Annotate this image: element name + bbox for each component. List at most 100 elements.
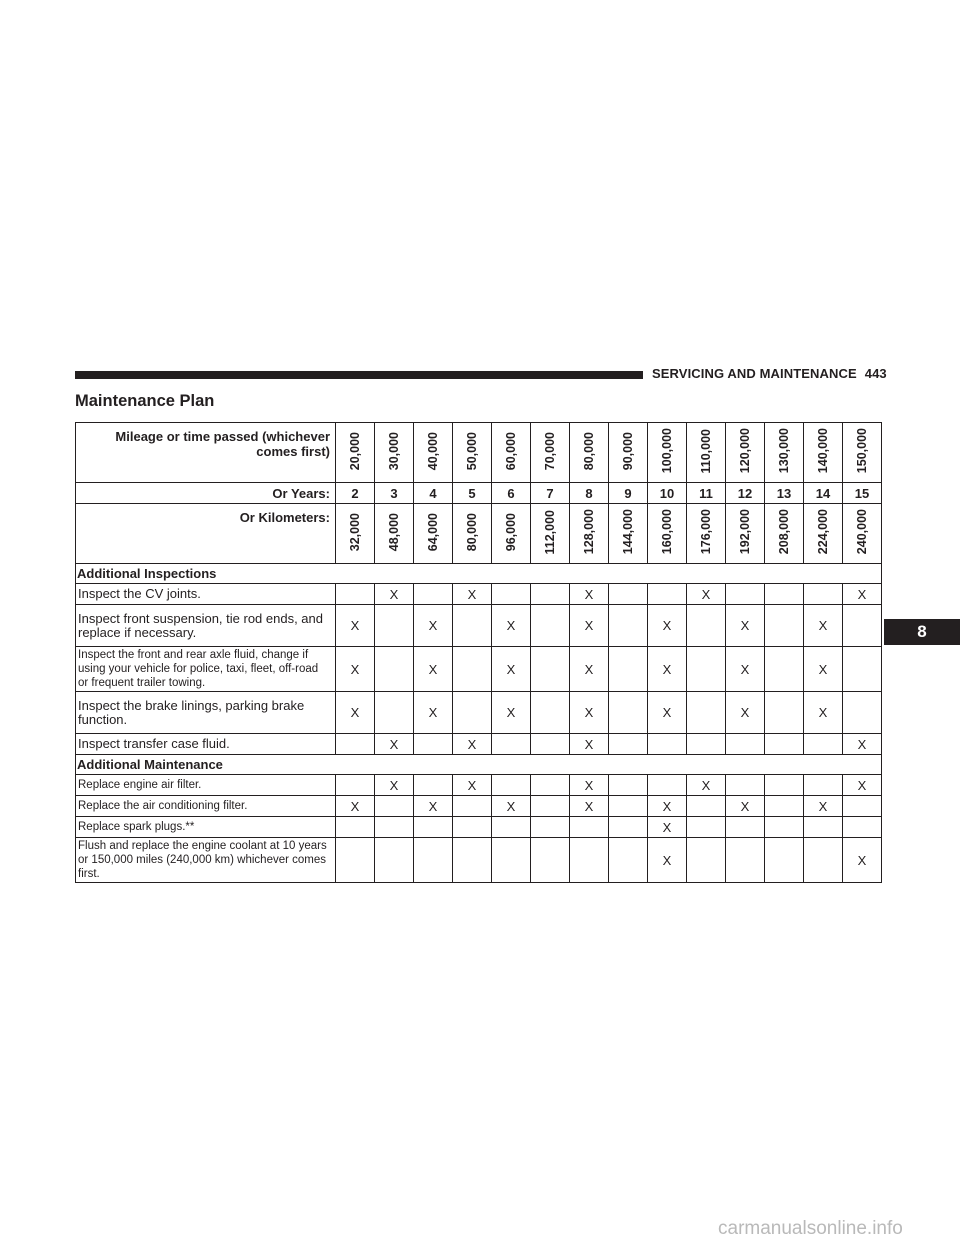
schedule-mark-cell: X: [491, 691, 531, 734]
kilometers-value: 64,000: [426, 512, 440, 552]
schedule-mark-cell: X: [569, 774, 609, 796]
schedule-mark-cell: X: [647, 795, 687, 817]
kilometers-header-cell: 96,000: [491, 503, 531, 564]
section-title: Additional Inspections: [75, 563, 882, 584]
years-value: 8: [569, 482, 609, 504]
schedule-mark-cell: [608, 691, 648, 734]
schedule-mark-cell: [530, 691, 570, 734]
schedule-mark-cell: [842, 604, 882, 647]
maintenance-item-label: Inspect the brake linings, parking brake…: [75, 691, 336, 734]
schedule-mark-cell: X: [452, 583, 492, 605]
schedule-mark-cell: X: [842, 837, 882, 883]
schedule-mark-cell: [842, 816, 882, 838]
schedule-mark-cell: [335, 733, 375, 755]
schedule-mark-cell: [803, 816, 843, 838]
schedule-mark-cell: [530, 604, 570, 647]
schedule-mark-cell: [452, 691, 492, 734]
table-row: Inspect the front and rear axle fluid, c…: [75, 646, 882, 692]
kilometers-value: 208,000: [777, 509, 791, 555]
schedule-mark-cell: [452, 837, 492, 883]
table-row: Flush and replace the engine coolant at …: [75, 837, 882, 883]
schedule-mark-cell: [764, 646, 804, 692]
page-title: Maintenance Plan: [75, 392, 215, 410]
mileage-header-cell: 150,000: [842, 422, 882, 483]
mileage-header-label: Mileage or time passed (whichever comes …: [75, 422, 336, 483]
mileage-header-cell: 140,000: [803, 422, 843, 483]
schedule-mark-cell: [530, 646, 570, 692]
schedule-mark-cell: X: [803, 604, 843, 647]
schedule-mark-cell: [725, 837, 765, 883]
schedule-mark-cell: X: [647, 837, 687, 883]
schedule-mark-cell: [413, 816, 453, 838]
schedule-mark-cell: [491, 774, 531, 796]
mileage-label-line2: comes first): [256, 444, 330, 459]
mileage-value: 140,000: [816, 428, 830, 474]
schedule-mark-cell: [842, 691, 882, 734]
schedule-mark-cell: [530, 733, 570, 755]
schedule-mark-cell: [803, 837, 843, 883]
schedule-mark-cell: [335, 837, 375, 883]
schedule-mark-cell: X: [803, 795, 843, 817]
kilometers-header-cell: 240,000: [842, 503, 882, 564]
schedule-mark-cell: [608, 583, 648, 605]
schedule-mark-cell: [413, 774, 453, 796]
schedule-mark-cell: X: [335, 646, 375, 692]
schedule-mark-cell: [374, 816, 414, 838]
schedule-mark-cell: X: [452, 733, 492, 755]
schedule-mark-cell: X: [569, 733, 609, 755]
schedule-mark-cell: [686, 816, 726, 838]
schedule-mark-cell: [608, 795, 648, 817]
schedule-mark-cell: X: [842, 583, 882, 605]
kilometers-header-cell: 224,000: [803, 503, 843, 564]
schedule-mark-cell: X: [803, 691, 843, 734]
schedule-mark-cell: X: [491, 604, 531, 647]
watermark: carmanualsonline.info: [718, 1218, 903, 1239]
mileage-header-cell: 100,000: [647, 422, 687, 483]
schedule-mark-cell: X: [335, 795, 375, 817]
schedule-mark-cell: X: [842, 733, 882, 755]
mileage-value: 30,000: [387, 431, 401, 471]
mileage-value: 120,000: [738, 428, 752, 474]
maintenance-item-label: Replace the air conditioning filter.: [75, 795, 336, 817]
schedule-mark-cell: [452, 795, 492, 817]
schedule-mark-cell: [764, 795, 804, 817]
schedule-mark-cell: [491, 733, 531, 755]
schedule-mark-cell: [764, 583, 804, 605]
kilometers-header-cell: 160,000: [647, 503, 687, 564]
years-value: 2: [335, 482, 375, 504]
schedule-mark-cell: [569, 837, 609, 883]
schedule-mark-cell: [725, 816, 765, 838]
mileage-header-cell: 90,000: [608, 422, 648, 483]
mileage-label-line1: Mileage or time passed (whichever: [115, 429, 330, 444]
schedule-mark-cell: [530, 837, 570, 883]
table-body: Mileage or time passed (whichever comes …: [75, 422, 882, 883]
schedule-mark-cell: X: [413, 646, 453, 692]
schedule-mark-cell: [764, 604, 804, 647]
years-value: 11: [686, 482, 726, 504]
mileage-value: 40,000: [426, 431, 440, 471]
years-label: Or Years:: [75, 482, 336, 504]
schedule-mark-cell: [764, 691, 804, 734]
header-rule: [75, 371, 643, 379]
schedule-mark-cell: [725, 774, 765, 796]
schedule-mark-cell: [413, 733, 453, 755]
mileage-header-cell: 30,000: [374, 422, 414, 483]
schedule-mark-cell: [608, 604, 648, 647]
schedule-mark-cell: [608, 816, 648, 838]
kilometers-value: 240,000: [855, 509, 869, 555]
table-row: Inspect the brake linings, parking brake…: [75, 691, 882, 734]
schedule-mark-cell: [374, 604, 414, 647]
years-value: 9: [608, 482, 648, 504]
kilometers-header-cell: 48,000: [374, 503, 414, 564]
schedule-mark-cell: [647, 583, 687, 605]
schedule-mark-cell: X: [803, 646, 843, 692]
schedule-mark-cell: [530, 774, 570, 796]
schedule-mark-cell: [725, 733, 765, 755]
kilometers-value: 128,000: [582, 509, 596, 555]
kilometers-header-cell: 208,000: [764, 503, 804, 564]
schedule-mark-cell: X: [335, 604, 375, 647]
kilometers-header-cell: 80,000: [452, 503, 492, 564]
kilometers-header-cell: 64,000: [413, 503, 453, 564]
